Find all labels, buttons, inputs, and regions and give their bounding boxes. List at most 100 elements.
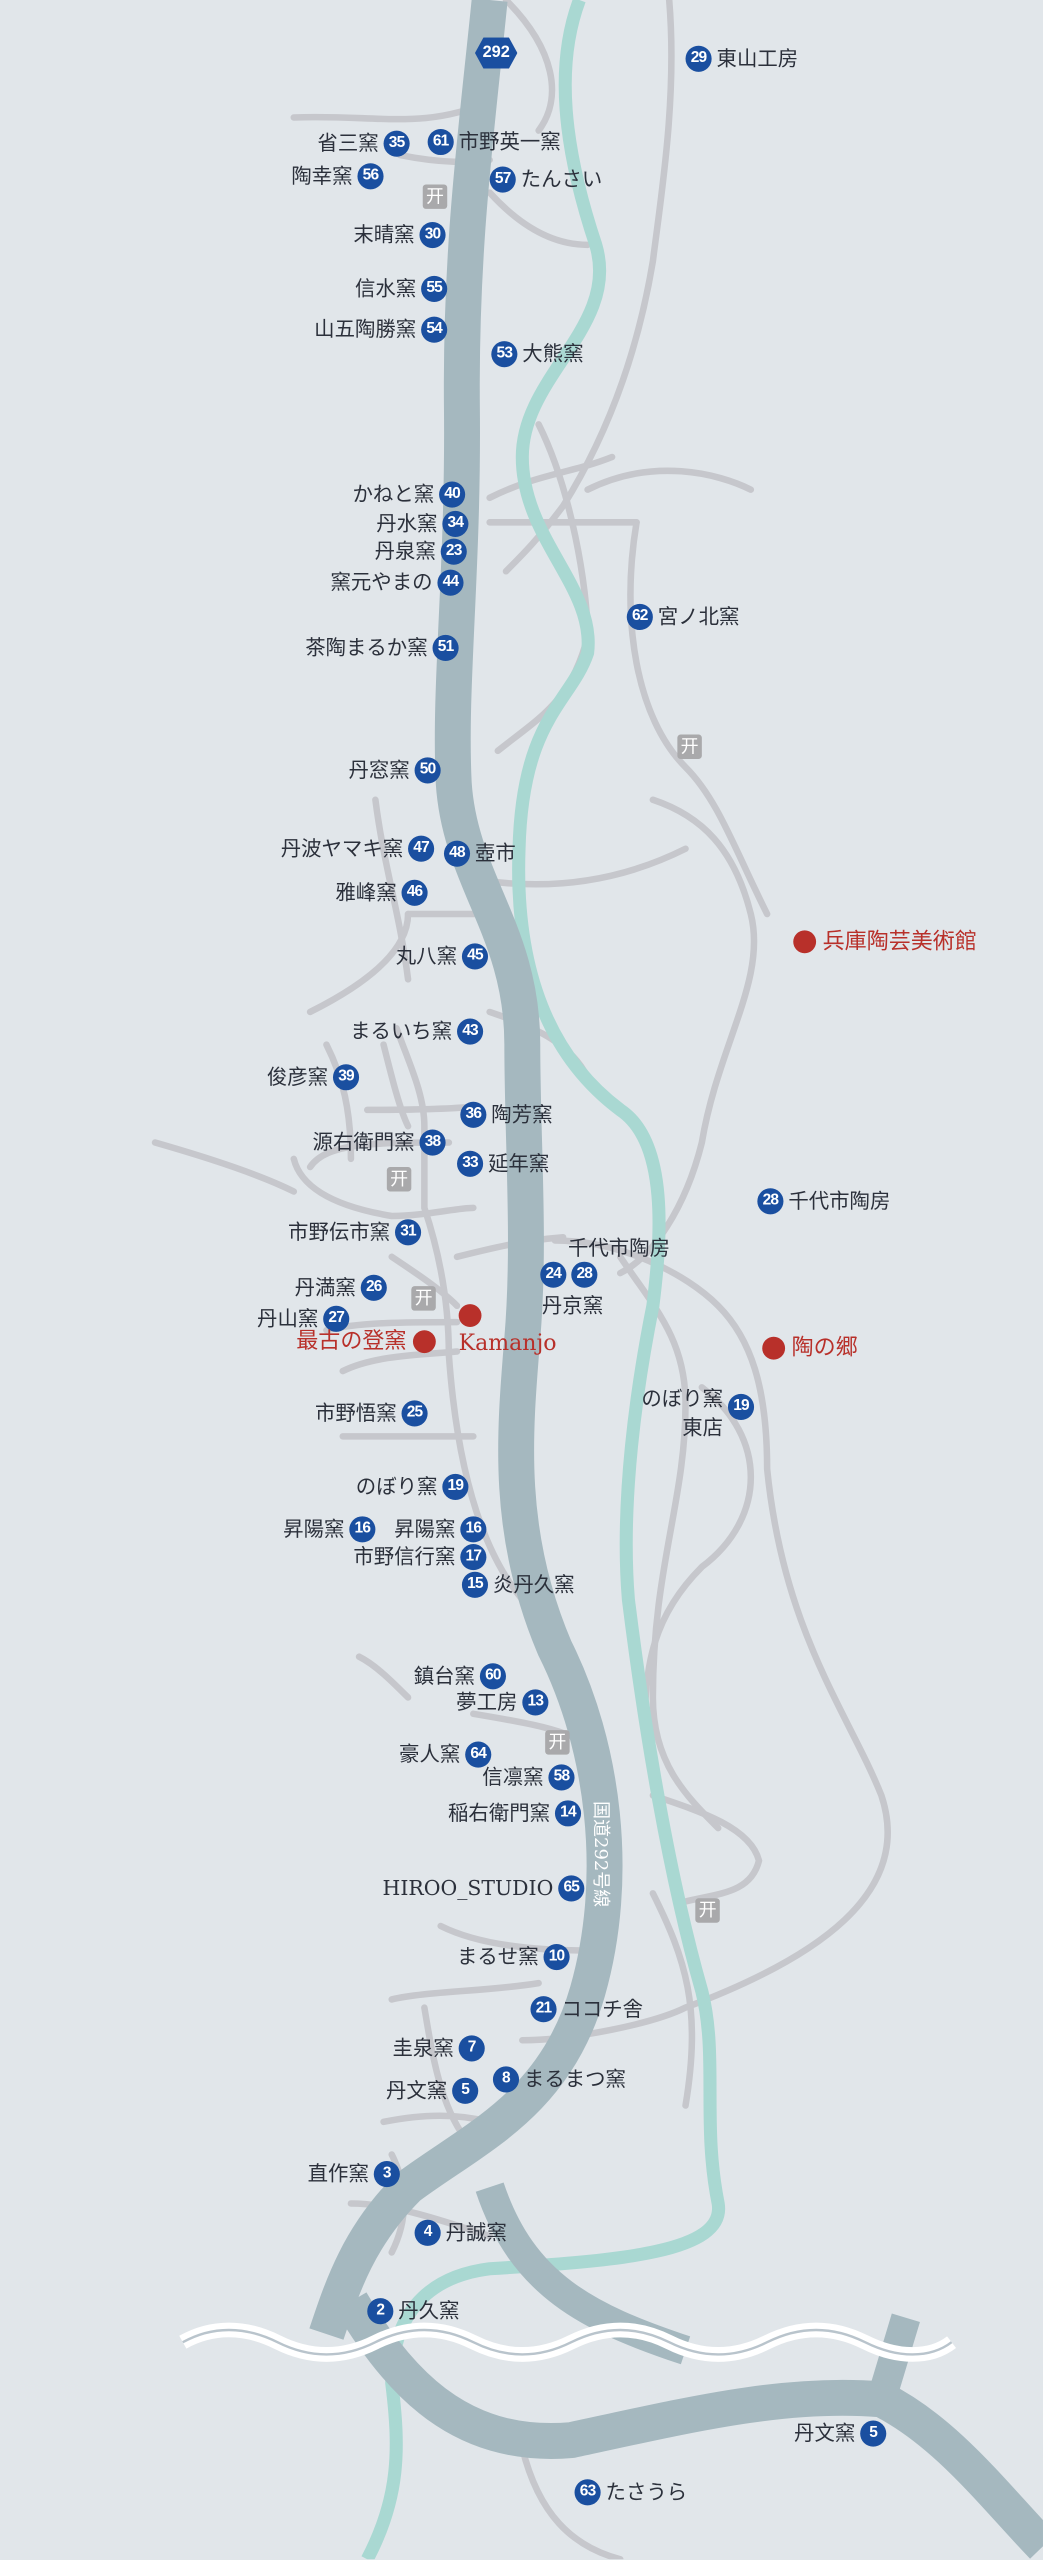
kiln-name: 東山工房 (716, 45, 799, 71)
kiln-number-badge: 60 (479, 1663, 506, 1690)
kiln-number-badge: 19 (442, 1473, 469, 1500)
kiln-name: 丹水窯 (376, 510, 438, 536)
kiln-name: 鎮台窯 (413, 1663, 475, 1688)
kiln-name-block: のぼり窯東店 (641, 1384, 723, 1443)
kiln-number-badge: 10 (543, 1943, 570, 1971)
kiln-number-badge: 35 (383, 130, 410, 157)
kiln-number-badge: 45 (461, 943, 489, 970)
kiln-number-badge: 17 (460, 1544, 487, 1571)
kiln-number-badge: 48 (443, 840, 471, 867)
kiln-name: 丹誠窯 (445, 2219, 507, 2245)
landmark-dot (412, 1330, 436, 1354)
landmark-name: Kamanjo (458, 1330, 557, 1357)
kiln-name: 壺市 (474, 840, 516, 866)
kiln-name: 千代市陶房 (788, 1188, 891, 1213)
kiln-number-badge: 50 (414, 757, 441, 784)
kiln-number-badge: 4 (414, 2219, 441, 2246)
kiln-name: 圭泉窯 (392, 2035, 454, 2060)
kiln-number-badge: 33 (457, 1150, 484, 1177)
kiln-number-badge: 8 (492, 2066, 520, 2093)
kiln-number-badge: 54 (421, 316, 448, 343)
torii-shrine-icon: 开 (422, 184, 448, 209)
kiln-number-badge: 51 (432, 634, 459, 662)
kiln-number-badge: 56 (357, 163, 384, 190)
kiln-name: 昇陽窯 (283, 1516, 345, 1541)
kiln-name: 千代市陶房 (568, 1235, 671, 1261)
kiln-name: 市野悟窯 (314, 1400, 397, 1425)
landmark-dot (762, 1336, 786, 1360)
landmark-dot (793, 930, 817, 954)
kiln-number-badge: 58 (548, 1764, 575, 1791)
kiln-number-badge: 5 (860, 2420, 887, 2447)
kiln-number-badge: 2 (367, 2298, 394, 2325)
kiln-number-badge: 62 (626, 603, 653, 631)
kiln-number-badge: 3 (373, 2161, 400, 2188)
kiln-number-badge: 27 (323, 1305, 350, 1332)
kiln-name: 大熊窯 (522, 341, 584, 366)
kiln-name: 俊彦窯 (266, 1064, 329, 1089)
kiln-name: まるせ窯 (456, 1943, 539, 1969)
kiln-number-badge: 13 (522, 1689, 549, 1716)
kiln-name: のぼり窯 (641, 1385, 724, 1411)
kiln-name: 丹泉窯 (374, 538, 436, 564)
kiln-number-badge: 65 (558, 1875, 585, 1902)
kiln-number-badge: 29 (685, 45, 712, 72)
kiln-name: 昇陽窯 (394, 1516, 456, 1541)
kiln-name: 炎丹久窯 (492, 1571, 575, 1597)
kiln-branch: 東店 (682, 1415, 724, 1440)
kiln-name: 信凛窯 (482, 1764, 544, 1789)
road-name-label: 国道292号線 (590, 1801, 612, 1908)
kiln-number-badge: 26 (360, 1274, 387, 1301)
kiln-number-badge: 63 (574, 2479, 601, 2506)
kiln-number-badge: 38 (419, 1129, 446, 1156)
kiln-name: ココチ舎 (561, 1996, 644, 2021)
kiln-name: たんさい (520, 166, 603, 191)
kiln-name: 丹久窯 (398, 2298, 460, 2323)
kiln-name: 丹文窯 (794, 2420, 856, 2446)
kiln-name: 直作窯 (307, 2161, 369, 2186)
kiln-number-badge: 25 (401, 1400, 428, 1427)
kiln-name: 豪人窯 (399, 1741, 461, 1767)
kiln-name: かねと窯 (352, 481, 435, 506)
kiln-name: 陶幸窯 (291, 163, 353, 188)
torii-shrine-icon: 开 (386, 1167, 412, 1192)
kiln-number-badge: 21 (530, 1996, 557, 2023)
kiln-number-badge: 31 (394, 1219, 422, 1246)
kiln-name: 陶芳窯 (491, 1101, 553, 1127)
kiln-name: 宮ノ北窯 (657, 603, 740, 629)
kiln-number-badge: 47 (408, 835, 435, 862)
kiln-name: 丹京窯 (541, 1292, 604, 1318)
kiln-number-badge: 23 (440, 538, 467, 565)
landmark-name: 最古の登窯 (296, 1328, 407, 1355)
kiln-number-badge: 44 (437, 569, 464, 596)
kiln-number-badge: 16 (349, 1516, 376, 1543)
kiln-number-badge: 30 (419, 221, 446, 249)
kiln-number-badge: 53 (491, 341, 518, 368)
torii-shrine-icon: 开 (545, 1730, 570, 1755)
kiln-name: 源右衛門窯 (312, 1129, 415, 1154)
torii-shrine-icon: 开 (695, 1898, 720, 1923)
kiln-name: 山五陶勝窯 (314, 316, 417, 342)
kiln-name: 省三窯 (317, 130, 379, 156)
kiln-number-badge: 61 (427, 128, 454, 156)
kiln-name: 市野英一窯 (458, 128, 561, 154)
kiln-number-badge: 34 (442, 510, 469, 537)
kiln-number-badge: 14 (554, 1800, 582, 1827)
kiln-name: 夢工房 (456, 1689, 518, 1714)
kiln-number-badge: 64 (465, 1741, 492, 1768)
kiln-name: たさうら (605, 2479, 688, 2504)
kiln-name: 丹窓窯 (348, 757, 410, 782)
kiln-number-badge: 39 (332, 1064, 360, 1091)
kiln-number-badge: 46 (401, 879, 428, 906)
kiln-number-badge: 19 (727, 1393, 755, 1421)
kiln-number-badge: 7 (458, 2035, 485, 2062)
main-road (309, 0, 623, 2340)
kiln-name: 窯元やまの (330, 569, 433, 595)
kiln-number-badge: 28 (571, 1261, 598, 1288)
landmark-name: 兵庫陶芸美術館 (822, 928, 977, 955)
kiln-number-badge: 5 (452, 2077, 479, 2104)
kiln-name: 雅峰窯 (335, 879, 397, 905)
kiln-name: 丹波ヤマキ窯 (280, 835, 404, 861)
torii-shrine-icon: 开 (677, 734, 702, 759)
